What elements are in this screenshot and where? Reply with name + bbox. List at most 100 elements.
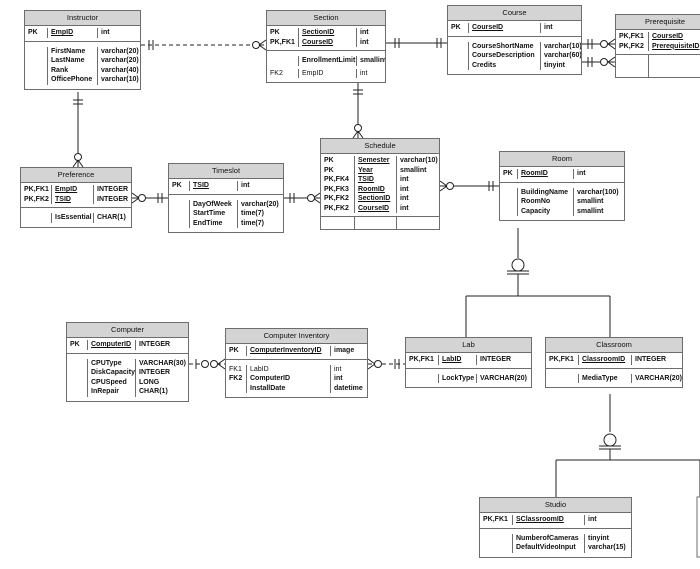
- pk-key-label: PK: [503, 170, 513, 177]
- attribute-type: tinyint: [584, 533, 631, 543]
- key-column: [406, 374, 438, 384]
- pk-attribute-type: varchar(10): [396, 156, 439, 166]
- key-column: PK,FK1: [480, 515, 512, 525]
- pk-key-label: PK,FK1: [24, 186, 49, 193]
- name-column: ComputerID: [87, 340, 135, 350]
- entity-title: Room: [500, 152, 624, 167]
- pk-attribute-type: smallint: [396, 165, 439, 175]
- attribute-section: [321, 217, 439, 229]
- attribute-key-label: [500, 207, 517, 217]
- cardinality-zero-marker: [374, 360, 382, 368]
- pk-attribute-name: Semester: [354, 156, 396, 166]
- attribute-type: varchar(20): [237, 199, 283, 209]
- name-column: SClassroomID: [512, 515, 584, 525]
- cardinality-zero-marker: [201, 360, 209, 368]
- attribute-type: VARCHAR(30): [135, 358, 188, 368]
- attribute-key-label: [169, 200, 189, 210]
- key-column: PK,FK1: [546, 355, 578, 365]
- attribute-type: varchar(100): [573, 187, 624, 197]
- pk-attribute-name: CourseID: [648, 32, 700, 42]
- pk-key-label: PK: [324, 166, 334, 174]
- pk-attribute-name: CourseID: [298, 37, 356, 47]
- crows-foot-marker: [217, 358, 226, 370]
- pk-key-label: PK,FK1: [619, 33, 644, 40]
- key-column: [25, 47, 47, 85]
- crows-foot-marker: [131, 192, 140, 204]
- pk-key-label: PK,FK1: [549, 356, 574, 363]
- name-column: RoomID: [517, 169, 573, 179]
- type-column: [396, 217, 439, 229]
- attribute-name: LastName: [47, 56, 97, 66]
- pk-attribute-name: SClassroomID: [512, 515, 584, 525]
- attribute-key-label: [67, 359, 87, 369]
- pk-key-label: PK: [70, 341, 80, 348]
- name-column: CourseID: [468, 23, 540, 33]
- attribute-name: OfficePhone: [47, 75, 97, 85]
- attribute-key-label: [67, 387, 87, 397]
- entity-title: Course: [448, 6, 581, 21]
- attribute-name: InRepair: [87, 387, 135, 397]
- attribute-type: varchar(40): [97, 65, 140, 75]
- attribute-type: varchar(20): [97, 46, 140, 56]
- attribute-name: IsEssential: [51, 213, 93, 223]
- pk-attribute-name: TSID: [51, 194, 93, 204]
- key-column: PK,FK1: [406, 355, 438, 365]
- attribute-key-label: [21, 213, 51, 223]
- attribute-name: DayOfWeek: [189, 199, 237, 209]
- name-column: ComputerInventoryID: [246, 346, 330, 356]
- type-column: INTEGER: [631, 355, 682, 365]
- attribute-name: BuildingName: [517, 187, 573, 197]
- pk-attribute-name: CourseID: [468, 23, 540, 33]
- pk-key-label: PK,FK1: [483, 516, 508, 523]
- attribute-name: DiskCapacity: [87, 368, 135, 378]
- attribute-name: RoomNo: [517, 197, 573, 207]
- pk-key-label: PK,FK1: [270, 38, 295, 46]
- pk-key-label: PK,FK1: [409, 356, 434, 363]
- type-column: int: [573, 169, 624, 179]
- crows-foot-marker: [352, 130, 364, 139]
- attribute-type: int: [330, 374, 367, 384]
- attribute-key-label: [480, 543, 512, 553]
- key-column: [169, 200, 189, 229]
- attribute-key-label: [226, 384, 246, 394]
- key-column: [67, 359, 87, 397]
- attribute-type: VARCHAR(20): [631, 373, 682, 383]
- type-column: VARCHAR(20): [631, 373, 682, 383]
- pk-attribute-name: EmpID: [47, 28, 97, 38]
- attribute-key-label: [500, 197, 517, 207]
- key-column: PK: [169, 181, 189, 191]
- pk-attribute-name: Year: [354, 165, 396, 175]
